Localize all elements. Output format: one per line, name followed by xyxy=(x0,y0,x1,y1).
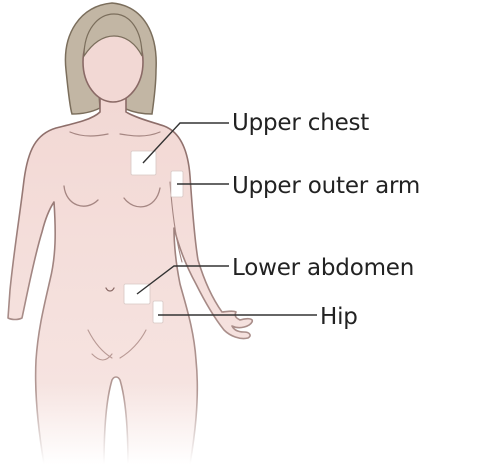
patch-hip xyxy=(153,301,163,323)
label-upper-chest: Upper chest xyxy=(232,109,369,137)
body-silhouette xyxy=(8,96,252,464)
label-hip: Hip xyxy=(320,303,358,331)
label-upper-outer-arm: Upper outer arm xyxy=(232,172,420,200)
label-lower-abdomen: Lower abdomen xyxy=(232,254,414,282)
